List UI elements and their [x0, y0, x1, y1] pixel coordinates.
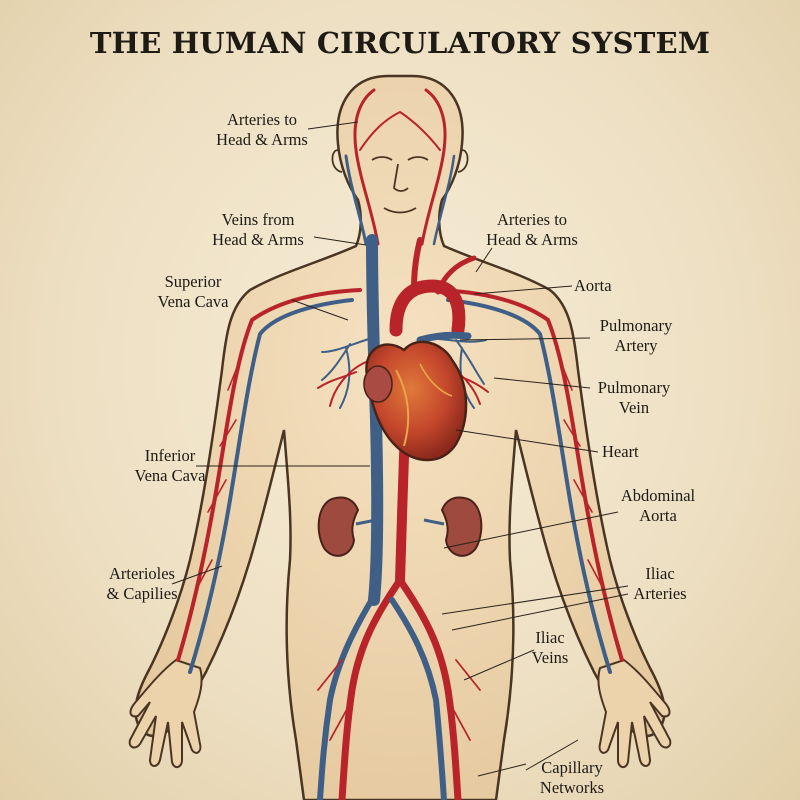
label-aorta: Aorta [574, 276, 612, 295]
label-arterioles-capilies: Arterioles & Capilies [106, 564, 178, 603]
left-hand [128, 658, 203, 768]
label-superior-vena-cava: Superior Vena Cava [157, 272, 229, 311]
label-abdominal-aorta: Abdominal Aorta [620, 486, 696, 525]
label-inferior-vena-cava: Inferior Vena Cava [134, 446, 206, 485]
label-pulmonary-vein: Pulmonary Vein [597, 378, 671, 417]
page-title: THE HUMAN CIRCULATORY SYSTEM [89, 26, 711, 60]
label-veins-head-arms: Veins from Head & Arms [212, 210, 304, 249]
label-pulmonary-artery: Pulmonary Artery [599, 316, 673, 355]
label-heart: Heart [602, 442, 639, 461]
label-arteries-head-arms-right: Arteries to Head & Arms [486, 210, 578, 249]
leg-vessels [317, 576, 481, 800]
label-iliac-veins: Iliac Veins [531, 628, 569, 667]
leader-lines [171, 121, 629, 777]
heart [363, 340, 468, 462]
label-capillary-networks: Capillary Networks [539, 758, 605, 797]
head-vessels [344, 88, 456, 246]
right-hand [597, 658, 672, 768]
label-arteries-head-arms-top: Arteries to Head & Arms [216, 110, 308, 149]
kidneys [317, 496, 483, 557]
face [331, 149, 469, 214]
label-iliac-arteries: Iliac Arteries [633, 564, 687, 603]
